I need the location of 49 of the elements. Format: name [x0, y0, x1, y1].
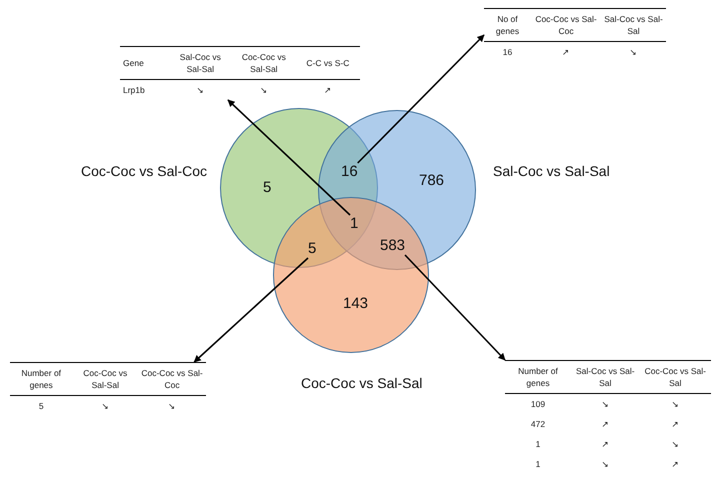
- column-header: Gene: [120, 46, 169, 80]
- column-header: Sal-Coc vs Sal-Sal: [601, 8, 666, 42]
- region-count: 583: [380, 237, 406, 255]
- column-header: Coc-Coc vs Sal-Sal: [640, 360, 711, 394]
- column-header: Coc-Coc vs Sal-Sal: [232, 46, 296, 80]
- column-header: Coc-Coc vs Sal-Sal: [72, 362, 138, 396]
- column-header: Sal-Coc vs Sal-Sal: [168, 46, 232, 80]
- table-cell-text: ↗: [670, 418, 680, 431]
- arrow: [227, 99, 351, 216]
- table-cell-text: 472: [530, 418, 546, 431]
- table-cell: ↘: [571, 394, 640, 414]
- region-count: 786: [419, 172, 444, 190]
- column-header: Coc-Coc vs Sal-Coc: [138, 362, 206, 396]
- table-cell: Lrp1b: [120, 80, 169, 100]
- table-cell-text: 1: [534, 438, 542, 451]
- region-count: 143: [343, 295, 368, 313]
- table-cell: 109: [505, 394, 571, 414]
- table-cell: ↘: [168, 80, 232, 100]
- table-cell: ↗: [296, 80, 360, 100]
- column-header: Coc-Coc vs Sal-Coc: [531, 8, 602, 42]
- table-cell: ↘: [601, 42, 666, 62]
- arrow: [357, 34, 485, 164]
- table-cell: ↘: [138, 396, 206, 416]
- table-cell-text: ↗: [670, 458, 680, 471]
- table-cell: ↘: [72, 396, 138, 416]
- column-header: Number of genes: [505, 360, 571, 394]
- column-header: Sal-Coc vs Sal-Sal: [571, 360, 640, 394]
- region-count: 16: [341, 163, 358, 181]
- table-cell: ↘: [232, 80, 296, 100]
- table-cell: 5: [10, 396, 72, 416]
- table-cell: 16: [484, 42, 531, 62]
- set-label: Coc-Coc vs Sal-Sal: [301, 375, 422, 391]
- arrow: [194, 257, 309, 363]
- region-count: 5: [308, 240, 316, 258]
- set-label: Sal-Coc vs Sal-Sal: [493, 163, 610, 179]
- table-cell-text: ↗: [600, 438, 610, 451]
- set-label: Coc-Coc vs Sal-Coc: [81, 163, 208, 179]
- table-cell: ↘: [640, 394, 711, 414]
- column-header: Number of genes: [10, 362, 72, 396]
- table-cell-text: ↘: [670, 438, 680, 451]
- table-cell-text: ↗: [600, 418, 610, 431]
- region-count: 1: [350, 215, 358, 233]
- arrow: [404, 254, 506, 361]
- column-header: C-C vs S-C: [296, 46, 360, 80]
- table-cell-text: ↘: [600, 458, 610, 471]
- table-cell: ↗: [531, 42, 602, 62]
- column-header: No of genes: [484, 8, 531, 42]
- region-count: 5: [263, 179, 272, 197]
- table-cell-text: 1: [534, 458, 542, 471]
